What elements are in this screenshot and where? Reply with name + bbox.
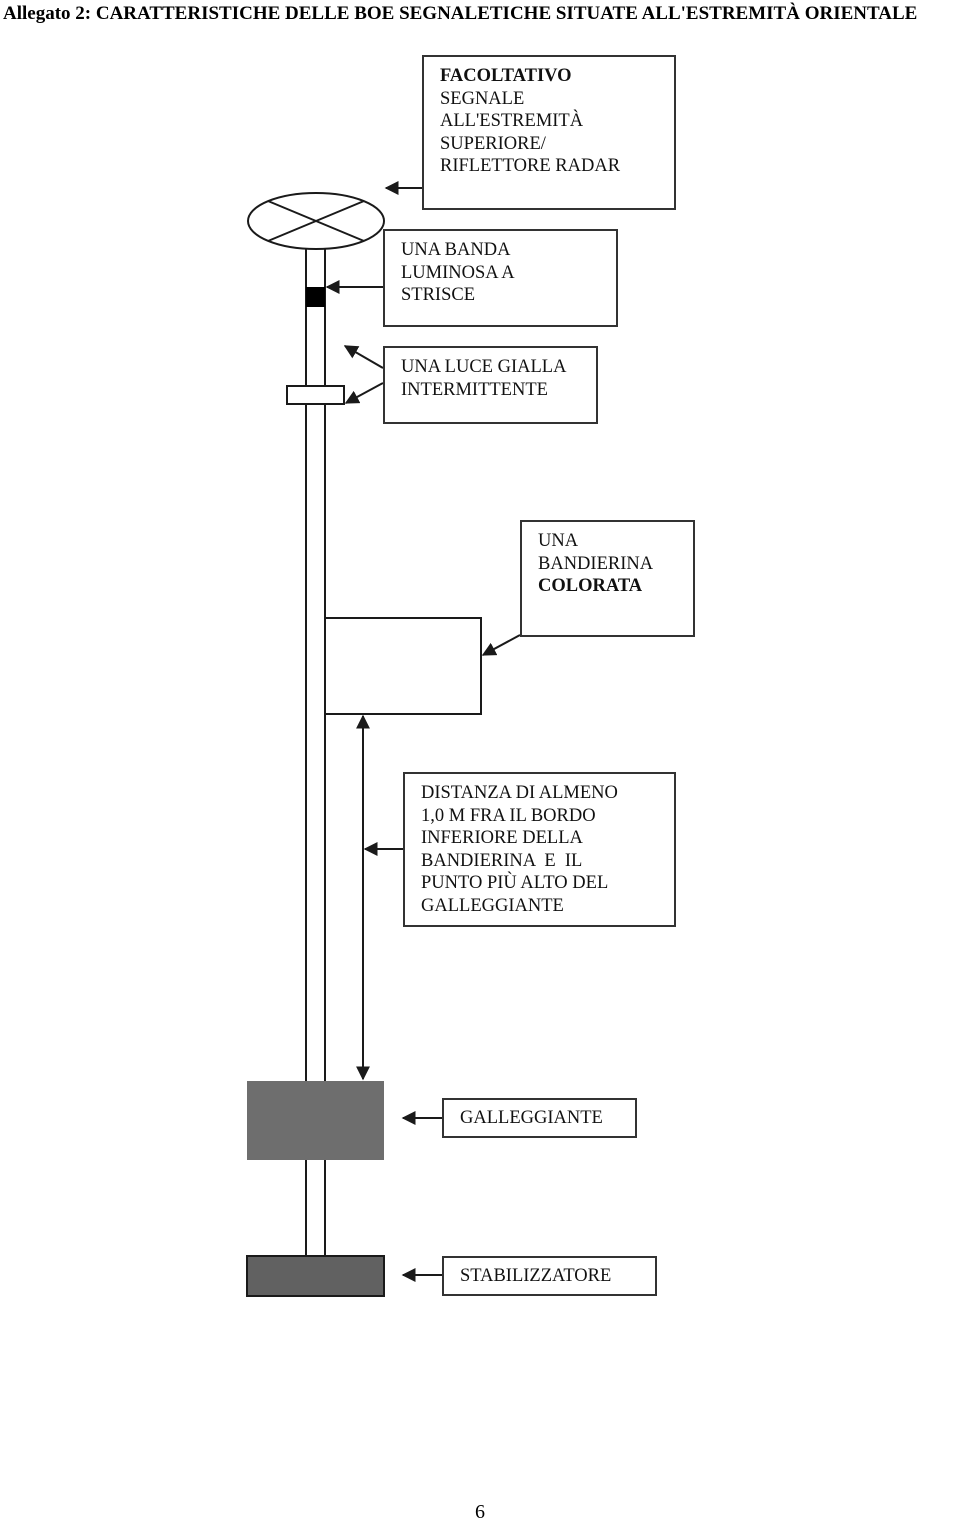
distance-label-line4: BANDIERINA E IL (421, 850, 583, 871)
flag-arrow (481, 634, 521, 656)
flag-label-line2: BANDIERINA (538, 553, 654, 574)
yellow-light-arrow-lower (344, 382, 384, 404)
top-mark-label-line1: FACOLTATIVO (440, 66, 572, 86)
flag-label-line3: COLORATA (538, 576, 643, 596)
yellow-light-label-line2: INTERMITTENTE (401, 379, 548, 400)
flag-label-line1: UNA (538, 531, 579, 551)
flag-label: UNA BANDIERINA COLORATA (520, 520, 695, 637)
top-mark-label-line5: RIFLETTORE RADAR (440, 156, 621, 176)
top-mark-label: FACOLTATIVO SEGNALE ALL'ESTREMITÀ SUPERI… (422, 55, 676, 210)
distance-label-line5: PUNTO PIÙ ALTO DEL (421, 873, 609, 893)
radar-reflector-top-mark (247, 192, 385, 250)
float (247, 1081, 384, 1160)
stabilizer-label: STABILIZZATORE (442, 1256, 657, 1296)
distance-label-line6: GALLEGGIANTE (421, 895, 564, 916)
light-band-label-line3: STRISCE (401, 285, 476, 305)
leader-arrows (325, 181, 521, 1282)
yellow-light-label: UNA LUCE GIALLA INTERMITTENTE (383, 346, 598, 424)
distance-label-line3: INFERIORE DELLA (421, 828, 583, 848)
top-mark-label-line2: SEGNALE (440, 88, 525, 109)
float-label-text: GALLEGGIANTE (460, 1108, 603, 1128)
distance-label: DISTANZA DI ALMENO 1,0 M FRA IL BORDO IN… (403, 772, 676, 927)
distance-label-line1: DISTANZA DI ALMENO (421, 783, 618, 803)
yellow-light (286, 385, 345, 405)
yellow-light-label-line1: UNA LUCE GIALLA (401, 357, 567, 377)
distance-label-line2: 1,0 M FRA IL BORDO (421, 805, 596, 826)
light-band (306, 287, 325, 307)
top-mark-label-line4: SUPERIORE/ (440, 133, 546, 154)
light-band-label-line2: LUMINOSA A (401, 262, 515, 283)
flag (324, 617, 482, 715)
light-band-label: UNA BANDA LUMINOSA A STRISCE (383, 229, 618, 327)
page-number: 6 (475, 1501, 485, 1523)
light-band-label-line1: UNA BANDA (401, 240, 511, 260)
float-label: GALLEGGIANTE (442, 1098, 637, 1138)
page-title: Allegato 2: CARATTERISTICHE DELLE BOE SE… (3, 3, 918, 24)
stabilizer (246, 1255, 385, 1297)
top-mark-label-line3: ALL'ESTREMITÀ (440, 111, 584, 131)
stabilizer-label-text: STABILIZZATORE (460, 1266, 612, 1286)
yellow-light-arrow-upper (343, 345, 384, 369)
